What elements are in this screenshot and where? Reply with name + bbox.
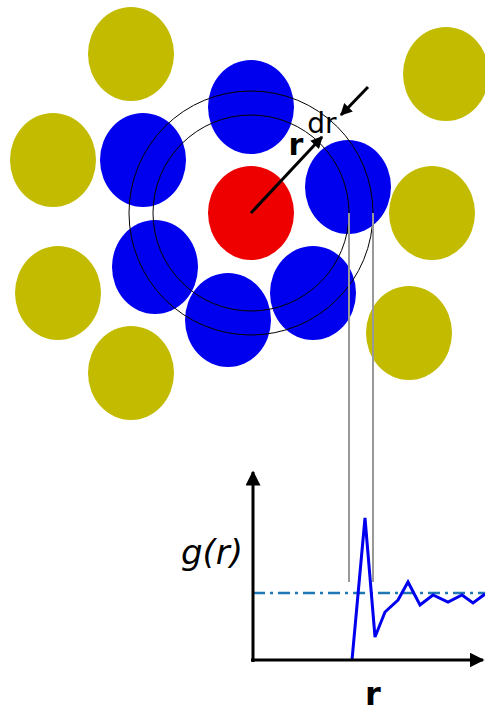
rdf-curve: [352, 518, 485, 660]
guide-lines: [349, 213, 373, 582]
radius-label: r: [289, 130, 304, 160]
neighbour-particles: [100, 60, 391, 367]
radius-arrow: [251, 137, 322, 213]
shell-width-arrow: [341, 87, 368, 115]
x-axis-label: r: [365, 678, 381, 710]
baseline: [253, 592, 485, 595]
outer-particles: [10, 7, 485, 420]
shell-circles: [129, 91, 373, 335]
x-axis: [251, 659, 483, 662]
y-axis: [252, 472, 255, 662]
y-axis-label: g(r): [181, 535, 243, 569]
shell-width-label: dr: [307, 110, 336, 138]
